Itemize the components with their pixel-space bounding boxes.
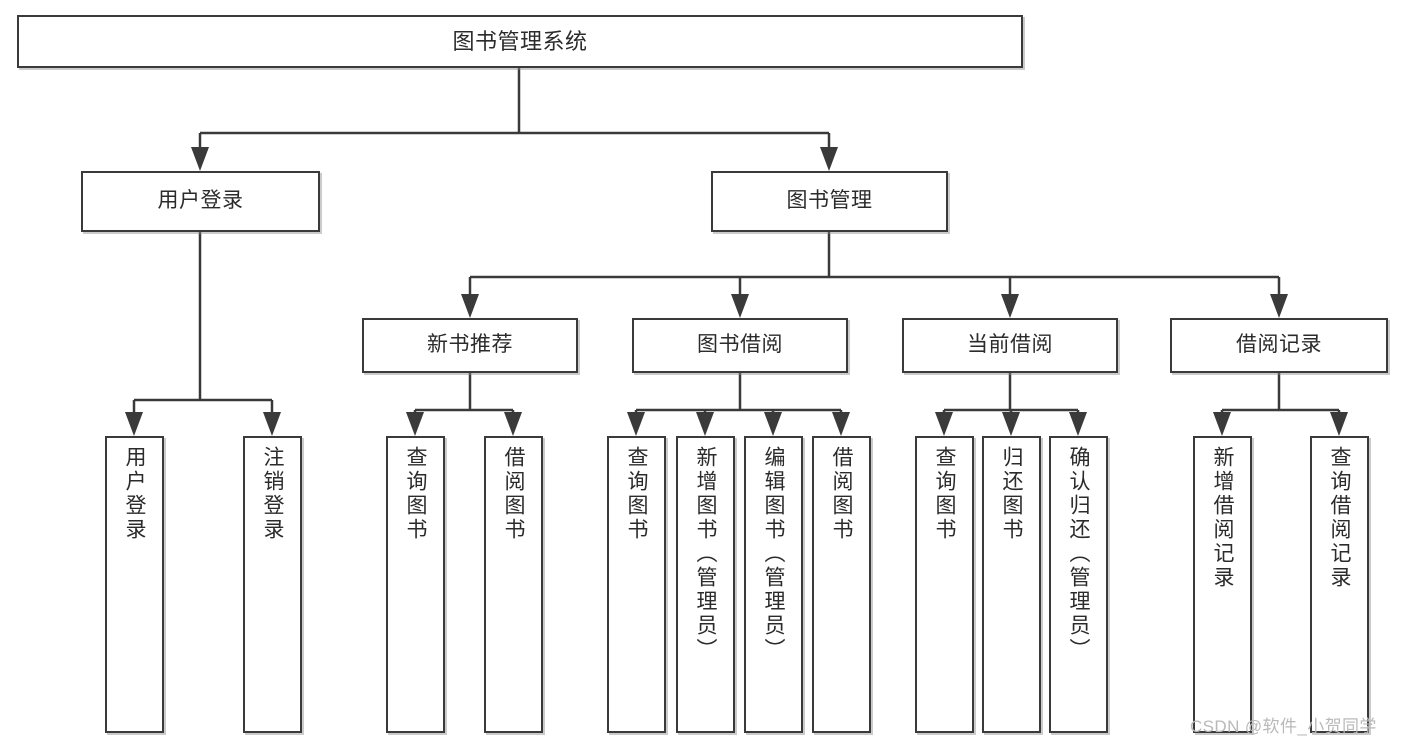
leaf-current-borrow-2[interactable]: 确认归还（管理员） [1049, 436, 1108, 733]
leaf-book-borrow-1[interactable]: 新增图书（管理员） [676, 436, 735, 733]
node-borrow-record-label: 借阅记录 [1236, 333, 1322, 357]
node-root[interactable]: 图书管理系统 [17, 15, 1023, 68]
node-book-manage-label: 图书管理 [786, 189, 873, 213]
leaf-label: 归还图书 [1000, 446, 1023, 542]
node-user-login[interactable]: 用户登录 [81, 171, 320, 232]
leaf-new-book-rec-1[interactable]: 借阅图书 [484, 436, 543, 733]
node-current-borrow[interactable]: 当前借阅 [902, 318, 1118, 373]
watermark: CSDN @软件_小贺同学 [1190, 717, 1377, 736]
node-book-manage[interactable]: 图书管理 [711, 171, 948, 232]
leaf-label: 借阅图书 [502, 446, 525, 542]
node-root-label: 图书管理系统 [452, 28, 588, 54]
leaf-user-login-0[interactable]: 用户登录 [105, 436, 164, 733]
leaf-current-borrow-1[interactable]: 归还图书 [982, 436, 1041, 733]
leaf-label: 用户登录 [123, 446, 146, 542]
leaf-label: 查询图书 [404, 446, 427, 542]
leaf-label: 查询图书 [933, 446, 956, 542]
leaf-label: 确认归还（管理员） [1067, 446, 1090, 662]
leaf-borrow-record-1[interactable]: 查询借阅记录 [1310, 436, 1369, 733]
leaf-label: 查询图书 [625, 446, 648, 542]
node-new-book-rec-label: 新书推荐 [427, 333, 513, 357]
leaf-label: 新增借阅记录 [1211, 446, 1234, 590]
leaf-label: 新增图书（管理员） [694, 446, 717, 662]
leaf-label: 借阅图书 [830, 446, 853, 542]
node-user-login-label: 用户登录 [157, 189, 244, 213]
node-borrow-record[interactable]: 借阅记录 [1170, 318, 1388, 373]
leaf-borrow-record-0[interactable]: 新增借阅记录 [1193, 436, 1252, 733]
leaf-book-borrow-3[interactable]: 借阅图书 [812, 436, 871, 733]
node-book-borrow[interactable]: 图书借阅 [632, 318, 848, 373]
leaf-book-borrow-2[interactable]: 编辑图书（管理员） [744, 436, 803, 733]
leaf-new-book-rec-0[interactable]: 查询图书 [386, 436, 445, 733]
node-book-borrow-label: 图书借阅 [697, 333, 783, 357]
node-current-borrow-label: 当前借阅 [967, 333, 1053, 357]
leaf-label: 编辑图书（管理员） [762, 446, 785, 662]
leaf-user-login-1[interactable]: 注销登录 [243, 436, 302, 733]
leaf-current-borrow-0[interactable]: 查询图书 [915, 436, 974, 733]
leaf-book-borrow-0[interactable]: 查询图书 [607, 436, 666, 733]
leaf-label: 查询借阅记录 [1328, 446, 1351, 590]
leaf-label: 注销登录 [261, 446, 284, 542]
node-new-book-rec[interactable]: 新书推荐 [362, 318, 578, 373]
